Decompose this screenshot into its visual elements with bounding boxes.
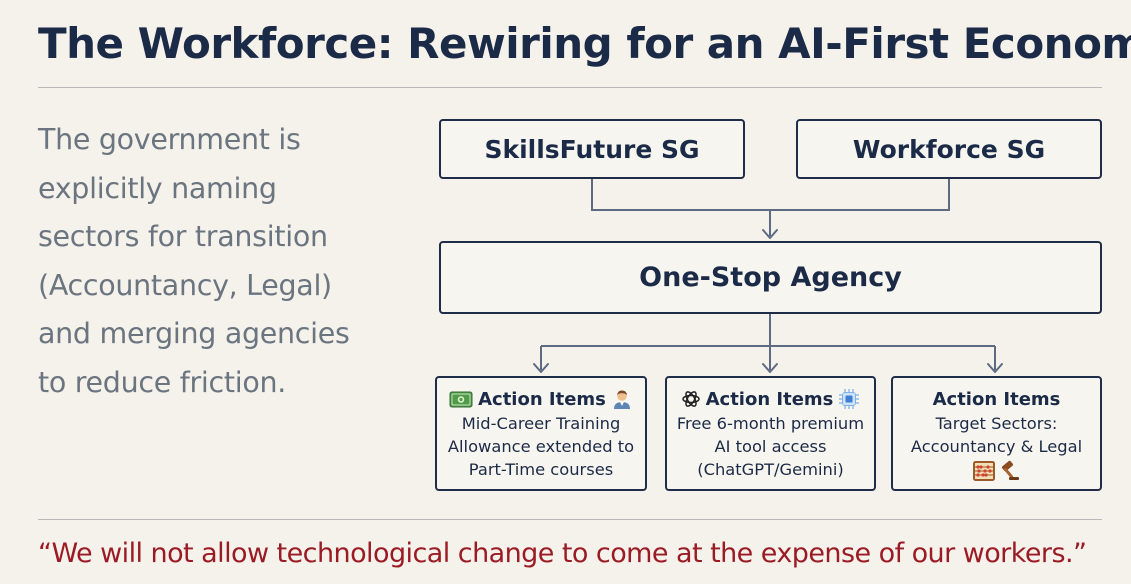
arrowhead-card-2 [762,363,778,373]
openai-logo-icon [681,389,701,409]
action-card-header: Action Items [437,386,645,412]
connector-skillsfuture [591,179,770,211]
action-card-title: Action Items [705,388,834,410]
action-card-line: Target Sectors: [935,414,1058,433]
action-card-line: AI tool access [714,437,827,456]
ai-chip-icon [838,388,860,410]
merged-agency-box: One-Stop Agency [439,241,1102,314]
action-card-header: Action Items [667,386,874,412]
agency-box-workforce: Workforce SG [796,119,1102,179]
arrowhead-card-3 [987,363,1003,373]
gavel-icon [998,460,1020,482]
arrowhead-card-1 [533,363,549,373]
action-card-header: Action Items [893,386,1100,412]
action-card-icons [893,458,1100,484]
closing-quote: “We will not allow technological change … [38,538,1087,569]
action-card-line: Free 6-month premium [676,414,865,433]
action-card-line: Mid-Career Training [461,414,621,433]
action-card-ai-tools: Action Items Free 6-month premium AI too… [665,376,876,491]
action-card-line: Allowance extended to [447,437,635,456]
action-card-line: (ChatGPT/Gemini) [697,460,844,479]
action-card-line: Accountancy & Legal [910,437,1083,456]
agency-box-skillsfuture: SkillsFuture SG [439,119,745,179]
person-icon [611,388,633,410]
intro-text: The government is explicitly naming sect… [38,123,350,399]
quote-divider [38,519,1102,520]
arrowhead-onestop [762,229,778,239]
action-card-title: Action Items [932,388,1061,410]
abacus-icon [973,461,995,481]
connector-workforce [770,179,950,211]
page-title: The Workforce: Rewiring for an AI-First … [38,19,1131,68]
action-card-title: Action Items [478,388,606,410]
title-divider [38,87,1102,88]
action-card-sectors: Action Items Target Sectors: Accountancy… [891,376,1102,491]
action-card-training: Action Items Mid-Career Training Allowan… [435,376,647,491]
money-icon [449,391,473,408]
action-card-line: Part-Time courses [468,460,614,479]
